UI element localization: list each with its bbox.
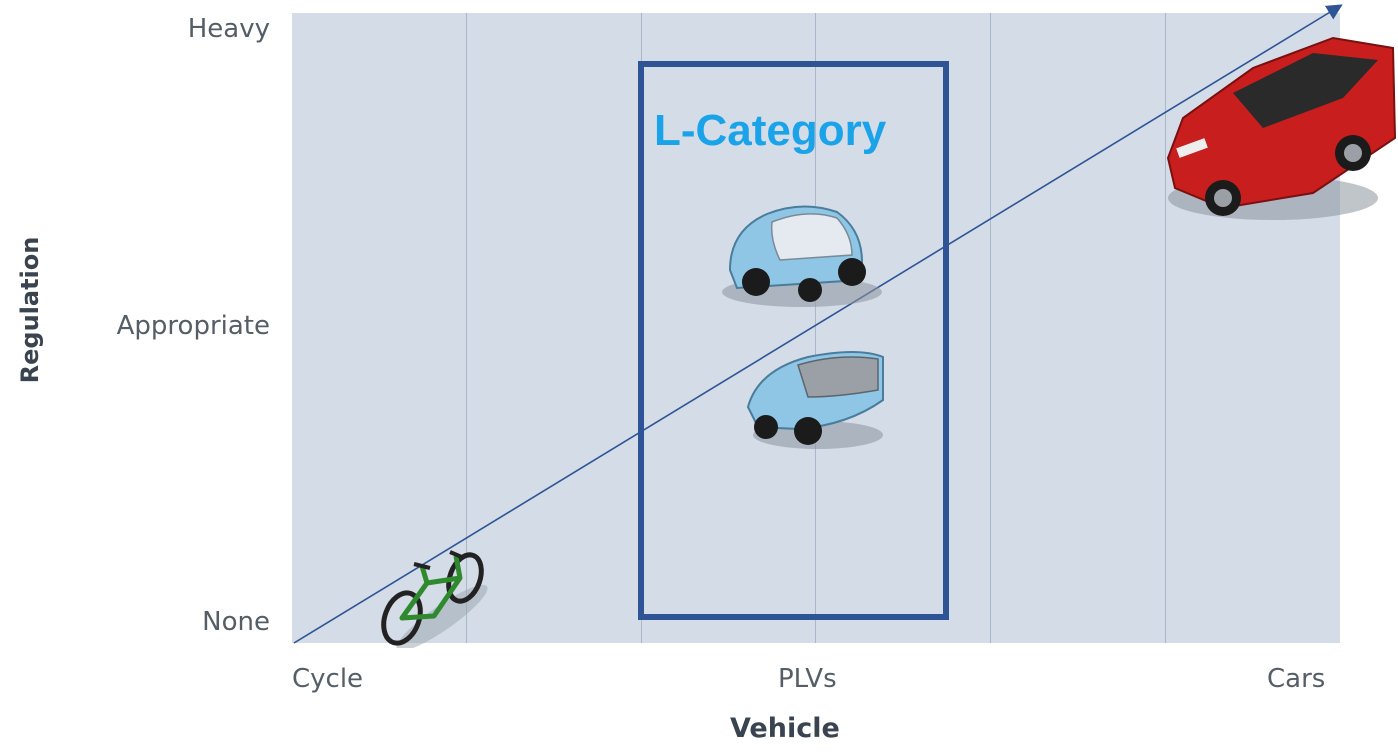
trend-arrow bbox=[293, 4, 1343, 644]
column-band bbox=[292, 13, 467, 643]
y-axis-title-text: Regulation bbox=[16, 236, 44, 384]
l-category-label: L-Category bbox=[654, 106, 887, 155]
x-axis-title: Vehicle bbox=[730, 713, 840, 744]
x-tick-plvs: PLVs bbox=[778, 664, 837, 694]
microcar-icon bbox=[722, 205, 882, 307]
column-band bbox=[642, 13, 817, 643]
bicycle-icon bbox=[381, 550, 488, 648]
l-category-box bbox=[638, 61, 949, 620]
column-band bbox=[991, 13, 1167, 643]
y-tick-none: None bbox=[202, 607, 270, 637]
x-tick-cycle: Cycle bbox=[292, 664, 364, 694]
y-axis-title: Regulation bbox=[10, 200, 50, 420]
column-band bbox=[816, 13, 992, 643]
y-tick-heavy: Heavy bbox=[187, 14, 270, 44]
y-tick-appropriate: Appropriate bbox=[116, 311, 270, 341]
suv-icon bbox=[1166, 36, 1397, 220]
three-wheel-pod-icon bbox=[746, 351, 884, 449]
x-tick-cars: Cars bbox=[1267, 664, 1326, 694]
